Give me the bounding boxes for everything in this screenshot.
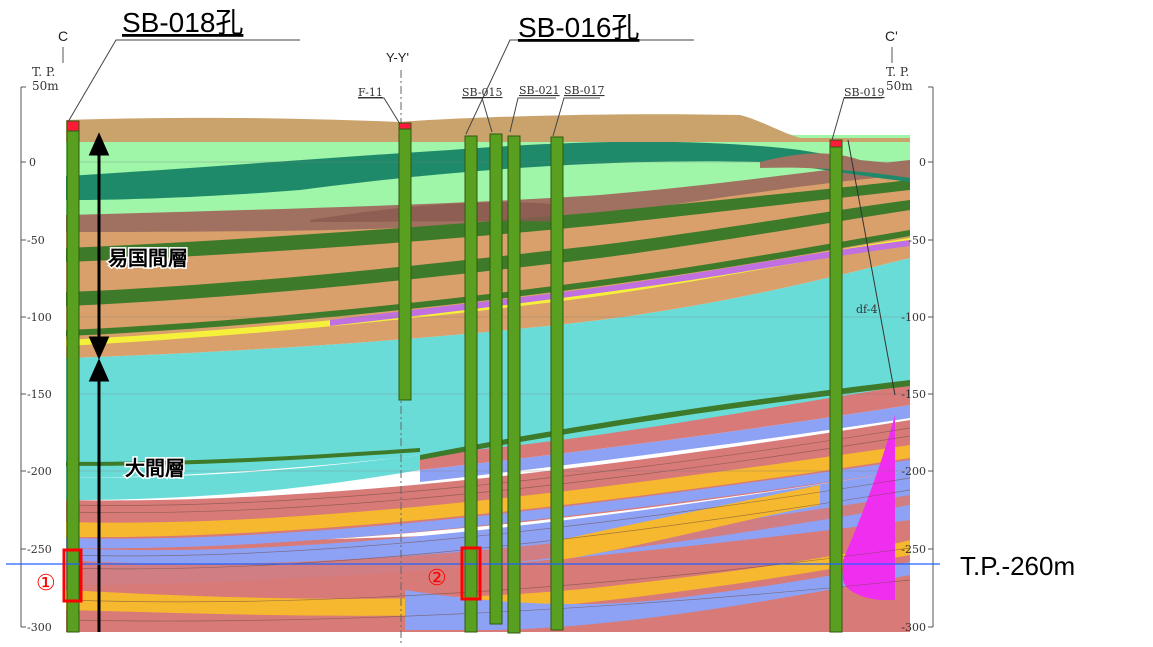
boreholes [66,120,843,634]
datum-right: T. P. [886,65,909,79]
bedding-lines [65,427,911,622]
stratum-dark-green-1 [66,180,910,262]
top-label-left: 50m [32,79,59,93]
right-tick-m150: -150 [901,388,926,401]
small-borehole-labels: F-11 SB-015 SB-021 SB-017 SB-019 [358,84,885,99]
right-tick-m200: -200 [901,465,926,478]
left-tick-labels: 0 -50 -100 -150 -200 -250 -300 [27,156,52,634]
borehole-sb017 [550,136,564,631]
borehole-f11-top [398,122,412,130]
borehole-f11 [398,124,412,401]
stratum-cyan [66,258,910,478]
right-depth-axis [928,86,934,628]
borehole-sb015 [489,133,503,625]
stratum-green-thin [66,448,420,466]
left-tick-m100: -100 [27,311,52,324]
borehole-sb019 [829,141,843,633]
borehole-sb018 [66,123,80,633]
stratum-blue-3 [66,460,910,549]
borehole-label-f11: F-11 [358,86,383,99]
borehole-title-sb018: SB-018孔 [122,7,243,38]
borehole-sb019-top [829,139,843,148]
borehole-leaders [67,39,882,141]
marker-box-1 [62,548,83,603]
borehole-sb021 [507,135,521,634]
crossing-line-label: Y-Y' [386,50,409,65]
section-end-right: C' [885,28,898,44]
stratum-dark-green-2 [66,200,910,306]
marker-number-2: ② [427,565,447,590]
stratum-teal [66,141,910,200]
stratum-red-2 [66,495,910,590]
borehole-title-sb016: SB-016孔 [518,12,639,43]
left-depth-axis [20,86,26,628]
borehole-label-sb015: SB-015 [462,86,503,99]
borehole-label-sb019: SB-019 [844,86,885,99]
stratum-orange-2 [66,445,910,538]
stratum-red-4 [420,385,910,470]
right-tick-labels: 0 -50 -100 -150 -200 -250 -300 [901,156,926,634]
stratum-orange-3 [560,485,820,560]
section-end-left: C [58,28,68,44]
stratum-top-soil [66,114,910,142]
borehole-sb016 [464,135,478,633]
right-tick-m300: -300 [901,621,926,634]
stratum-blue-2 [405,562,910,630]
stratum-magenta-intrusion [843,415,895,600]
left-tick-m200: -200 [27,465,52,478]
fault-line-df4 [847,139,896,396]
stratum-green-mid [420,380,910,460]
borehole-sb018-top [66,120,80,132]
top-label-right: 50m [886,79,913,93]
right-tick-m250: -250 [901,543,926,556]
stratum-red-lower [66,610,405,632]
left-tick-m300: -300 [27,621,52,634]
borehole-label-sb017: SB-017 [564,84,605,97]
horizontal-gridlines [66,161,910,472]
left-tick-m150: -150 [27,388,52,401]
marker-box-2 [460,546,482,601]
marker-number-1: ① [36,570,56,595]
borehole-label-sb021: SB-021 [519,84,560,97]
right-tick-m50: -50 [908,234,926,247]
stratum-red-3 [66,420,910,549]
formation-lower-label: 大間層 [125,457,185,480]
strata-layers [66,114,910,632]
left-tick-m250: -250 [27,543,52,556]
fault-label-df4: df-4 [856,303,877,316]
right-tick-m100: -100 [901,311,926,324]
left-tick-m50: -50 [27,234,45,247]
reference-line-label: T.P.-260m [960,551,1075,581]
formation-arrows [88,132,110,632]
right-tick-0: 0 [919,156,926,169]
stratum-yellow-1 [66,238,910,346]
stratum-cyan-lower [66,455,420,500]
formation-upper-label: 易国間層 [108,247,188,270]
datum-left: T. P. [32,65,55,79]
left-tick-0: 0 [29,156,36,169]
stratum-blue-4 [420,405,910,482]
stratum-blue-1 [66,470,910,585]
